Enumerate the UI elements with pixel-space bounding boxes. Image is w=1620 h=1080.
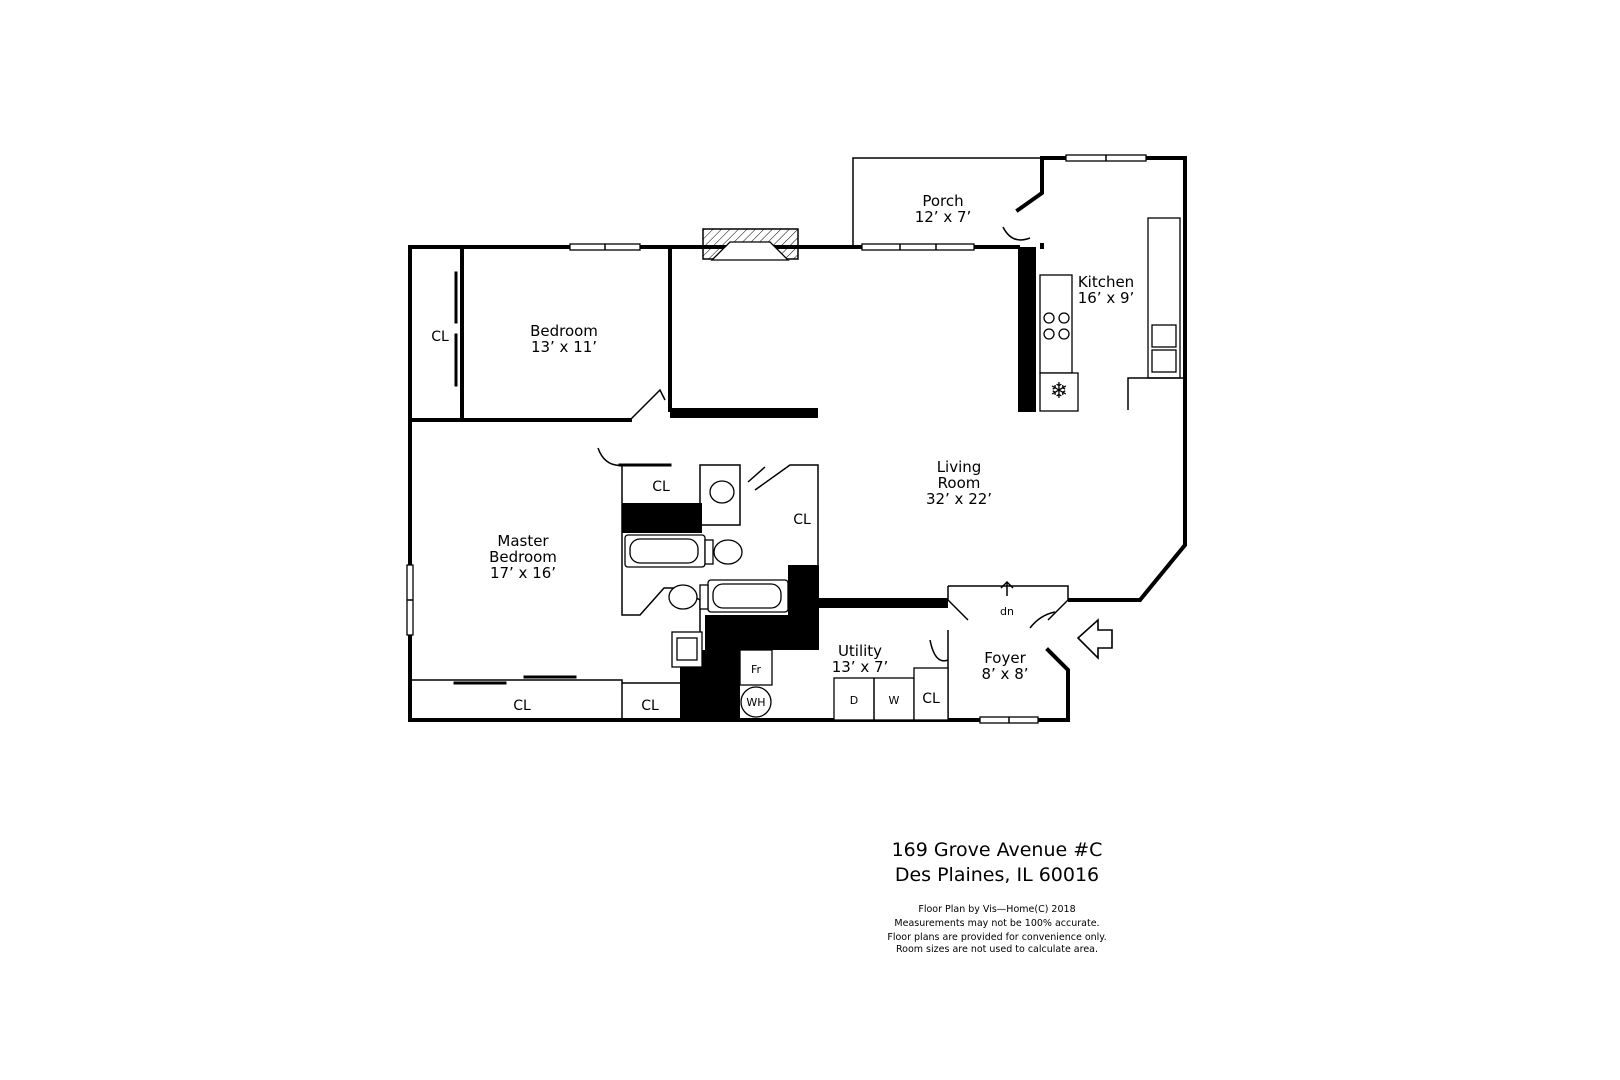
kitchen-name: Kitchen — [1078, 273, 1134, 291]
door-swings — [597, 388, 1056, 662]
closet-label: CL — [793, 512, 811, 528]
address-line2: Des Plaines, IL 60016 — [895, 864, 1099, 886]
entry-arrow-icon — [1076, 618, 1113, 660]
utility-name: Utility — [838, 642, 882, 660]
fireplace-icon — [702, 228, 799, 261]
closet-label: CL — [922, 691, 940, 707]
water-heater-label: WH — [746, 696, 765, 709]
living-name-line1: Living — [937, 458, 982, 476]
utility-fixtures — [739, 580, 1014, 721]
bedroom-size: 13’ x 11’ — [531, 338, 597, 356]
dryer-label: D — [850, 694, 858, 707]
closet-label: CL — [431, 329, 449, 345]
master-size: 17’ x 16’ — [490, 564, 556, 582]
disclaimer-line1: Floor Plan by Vis—Home(C) 2018 — [918, 904, 1075, 915]
living-name-line2: Room — [938, 474, 981, 492]
windows — [406, 154, 1147, 724]
kitchen-fixtures: ❄ — [1039, 217, 1185, 412]
disclaimer-line2: Measurements may not be 100% accurate. — [894, 918, 1099, 929]
porch-size: 12’ x 7’ — [915, 208, 972, 226]
master-name-line1: Master — [497, 532, 549, 550]
utility-size: 13’ x 7’ — [832, 658, 889, 676]
disclaimer-line4: Room sizes are not used to calculate are… — [896, 944, 1098, 955]
fridge-label: Fr — [751, 663, 762, 676]
foyer-size: 8’ x 8’ — [981, 665, 1028, 683]
bedroom-name: Bedroom — [530, 322, 598, 340]
bathroom-fixtures — [624, 480, 789, 668]
fridge-snowflake-icon: ❄ — [1050, 379, 1068, 404]
master-name-line2: Bedroom — [489, 548, 557, 566]
kitchen-size: 16’ x 9’ — [1078, 289, 1135, 307]
living-size: 32’ x 22’ — [926, 490, 992, 508]
washer-label: W — [889, 694, 900, 707]
foyer-name: Foyer — [984, 649, 1026, 667]
sink-icon — [1151, 324, 1177, 373]
stove-icon — [1043, 312, 1070, 340]
porch-name: Porch — [922, 192, 963, 210]
disclaimer-line3: Floor plans are provided for convenience… — [887, 932, 1106, 943]
closet-label: CL — [513, 698, 531, 714]
address-line1: 169 Grove Avenue #C — [892, 839, 1103, 861]
closet-label: CL — [652, 479, 670, 495]
closet-label: CL — [641, 698, 659, 714]
stairs-down-label: dn — [1000, 605, 1014, 618]
